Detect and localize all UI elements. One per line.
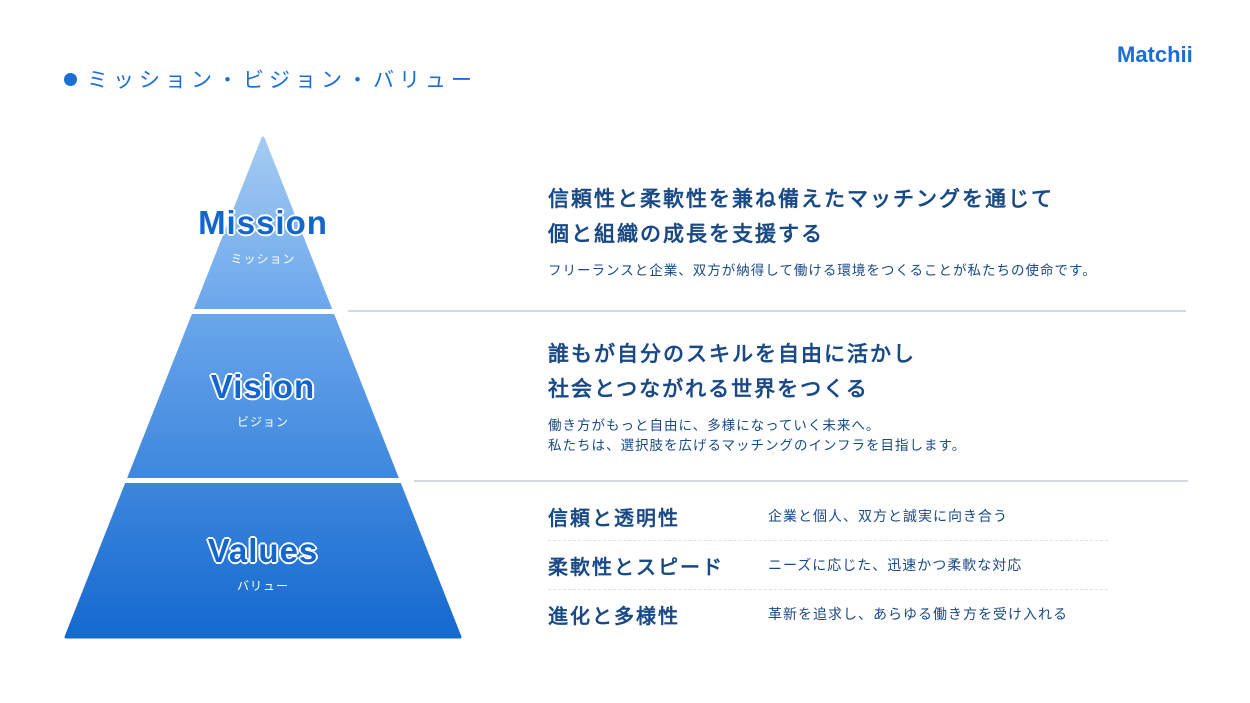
value-row: 信頼と透明性 企業と個人、双方と誠実に向き合う	[548, 492, 1108, 541]
mission-sublabel: ミッション	[230, 252, 296, 266]
mission-description: フリーランスと企業、双方が納得して働ける環境をつくることが私たちの使命です。	[548, 263, 1097, 279]
value-name: 柔軟性とスピード	[548, 554, 724, 579]
vision-heading: 誰もが自分のスキルを自由に活かし	[548, 342, 916, 366]
value-name: 進化と多様性	[548, 603, 680, 628]
mission-section: 信頼性と柔軟性を兼ね備えたマッチングを通じて 個と組織の成長を支援する フリーラ…	[548, 182, 1097, 281]
bullet-icon	[64, 72, 77, 86]
value-desc: 企業と個人、双方と誠実に向き合う	[768, 509, 1008, 525]
values-sublabel: バリュー	[236, 579, 289, 593]
logo: Matchii	[1117, 42, 1193, 67]
vision-label: Vision	[210, 368, 316, 405]
mission-heading: 個と組織の成長を支援する	[548, 222, 824, 246]
values-label: Values	[207, 532, 319, 569]
value-name: 信頼と透明性	[548, 505, 680, 530]
vision-heading: 社会とつながれる世界をつくる	[548, 377, 869, 401]
value-row: 進化と多様性 革新を追求し、あらゆる働き方を受け入れる	[548, 590, 1108, 638]
value-desc: 革新を追求し、あらゆる働き方を受け入れる	[768, 607, 1068, 623]
vision-description: 働き方がもっと自由に、多様になっていく未来へ。	[548, 418, 881, 434]
pyramid-divider	[0, 478, 520, 483]
pyramid-graphic	[0, 136, 520, 639]
vision-section: 誰もが自分のスキルを自由に活かし 社会とつながれる世界をつくる 働き方がもっと自…	[548, 337, 966, 456]
vision-description: 私たちは、選択肢を広げるマッチングのインフラを目指します。	[548, 438, 967, 454]
value-desc: ニーズに応じた、迅速かつ柔軟な対応	[768, 558, 1023, 574]
mission-heading: 信頼性と柔軟性を兼ね備えたマッチングを通じて	[548, 187, 1054, 211]
pyramid-shape	[64, 136, 462, 639]
mission-label: Mission	[198, 204, 328, 241]
divider	[348, 310, 1186, 312]
pyramid-divider	[0, 309, 520, 314]
page-title: ミッション・ビジョン・バリュー	[64, 64, 477, 94]
value-row: 柔軟性とスピード ニーズに応じた、迅速かつ柔軟な対応	[548, 541, 1108, 590]
divider	[414, 480, 1188, 482]
vision-sublabel: ビジョン	[236, 415, 289, 429]
page-title-text: ミッション・ビジョン・バリュー	[87, 68, 477, 92]
